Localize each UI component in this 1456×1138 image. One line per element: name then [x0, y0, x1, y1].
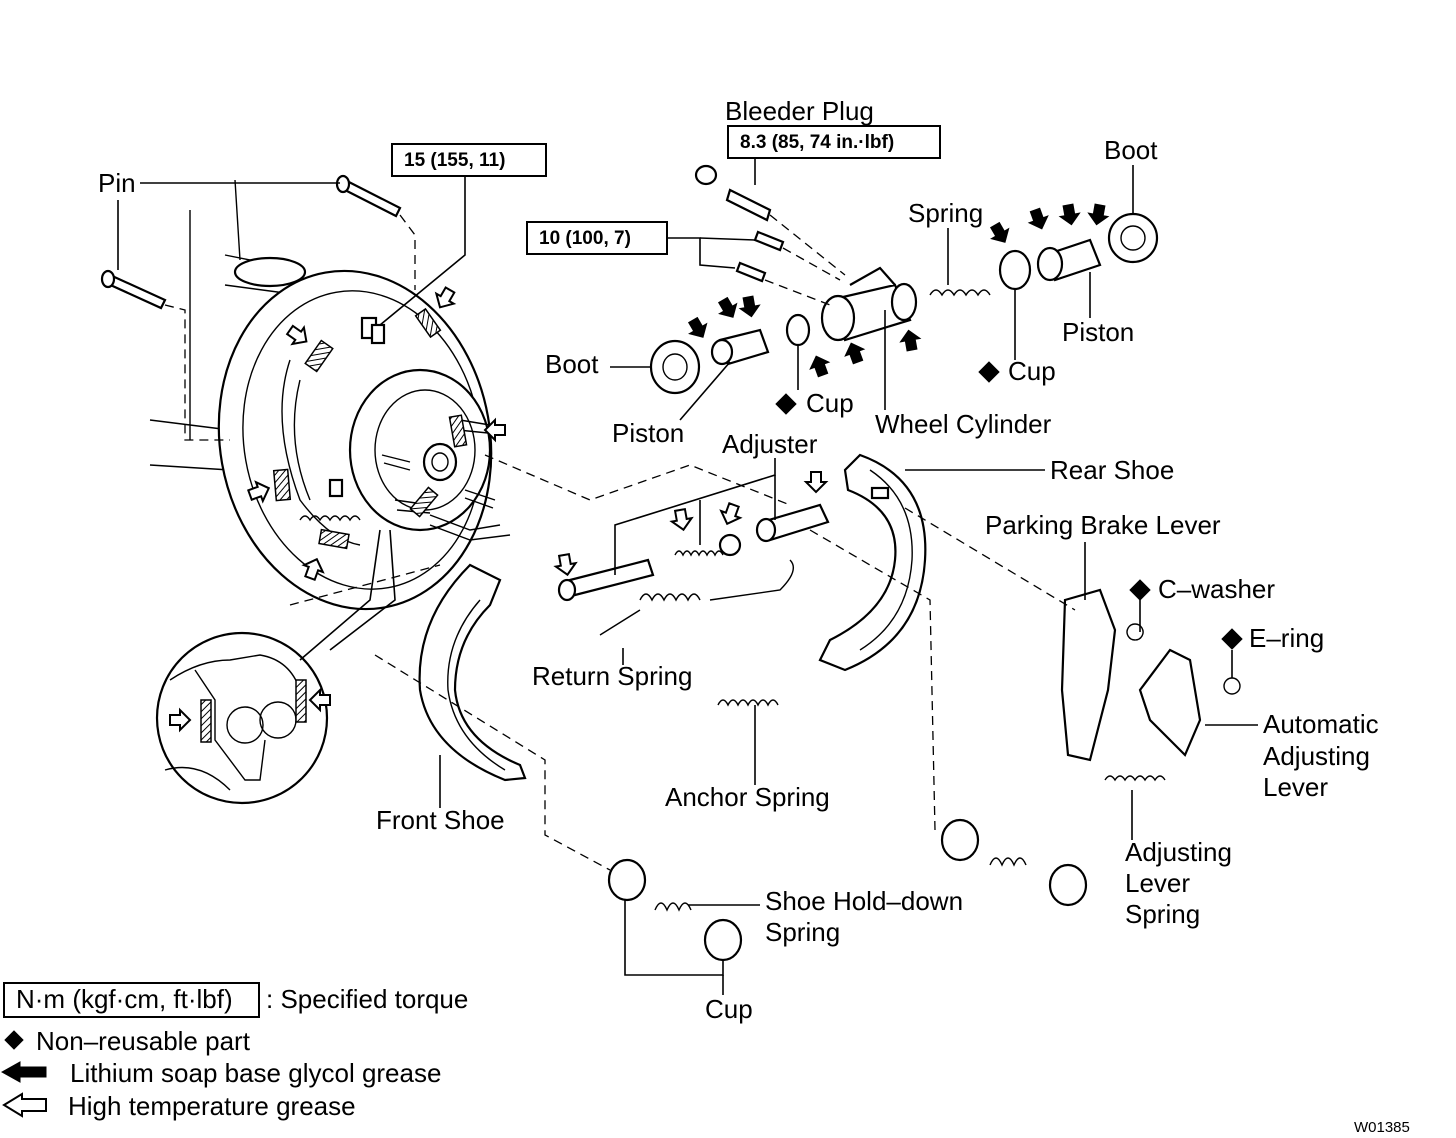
legend-high-temp: High temperature grease	[68, 1091, 356, 1121]
label-adjuster: Adjuster	[722, 429, 818, 459]
label-parking-brake-lever: Parking Brake Lever	[985, 510, 1221, 540]
label-anchor-spring: Anchor Spring	[665, 782, 830, 812]
label-adjusting-lever-spring-3: Spring	[1125, 899, 1200, 929]
wheel-cylinder-group	[649, 164, 1159, 395]
non-reusable-diamond-icon	[978, 361, 1000, 383]
leader-lines	[117, 158, 1258, 995]
svg-text:8.3 (85, 74 in.·lbf): 8.3 (85, 74 in.·lbf)	[740, 132, 894, 153]
label-boot-right: Boot	[1104, 135, 1158, 165]
svg-text:10 (100, 7): 10 (100, 7)	[539, 228, 631, 249]
solid-arrow-icon	[0, 1061, 47, 1083]
legend-torque-box	[3, 982, 260, 1018]
label-front-shoe: Front Shoe	[376, 805, 505, 835]
label-cup-bottom: Cup	[705, 994, 753, 1024]
label-piston-left: Piston	[612, 418, 684, 448]
legend: N·m (kgf·cm, ft·lbf) : Specified torque …	[0, 982, 1410, 1136]
figure-code: W01385	[1354, 1119, 1410, 1136]
label-shoe-hold-down-2: Spring	[765, 917, 840, 947]
non-reusable-diamond-icon	[775, 393, 797, 415]
non-reusable-diamond-icon	[1221, 628, 1243, 650]
legend-lithium: Lithium soap base glycol grease	[70, 1058, 441, 1088]
label-automatic-adjusting-lever-3: Lever	[1263, 772, 1328, 802]
shoe-group	[289, 453, 1241, 962]
label-automatic-adjusting-lever-2: Adjusting	[1263, 741, 1370, 771]
label-automatic-adjusting-lever-1: Automatic	[1263, 709, 1379, 739]
label-e-ring: E–ring	[1249, 623, 1324, 653]
backing-plate-assembly	[100, 174, 511, 611]
label-cup-right: Cup	[1008, 356, 1056, 386]
label-return-spring: Return Spring	[532, 661, 692, 691]
legend-torque-unit: N·m (kgf·cm, ft·lbf)	[16, 984, 233, 1014]
label-boot-left: Boot	[545, 349, 599, 379]
label-rear-shoe: Rear Shoe	[1050, 455, 1174, 485]
filled-diamond-icon	[4, 1030, 24, 1050]
torque-box-bleeder: 8.3 (85, 74 in.·lbf)	[727, 125, 941, 159]
label-cup-left: Cup	[806, 388, 854, 418]
torque-box-backing-plate: 15 (155, 11)	[391, 143, 547, 177]
torque-box-cylinder: 10 (100, 7)	[526, 221, 668, 255]
label-shoe-hold-down-1: Shoe Hold–down	[765, 886, 963, 916]
svg-text:15 (155, 11): 15 (155, 11)	[404, 150, 505, 171]
legend-torque-desc: : Specified torque	[266, 984, 468, 1014]
label-adjusting-lever-spring-2: Lever	[1125, 868, 1190, 898]
labels: Pin Bleeder Plug Boot Spring Piston Cup …	[98, 96, 1379, 1024]
label-pin: Pin	[98, 168, 136, 198]
label-spring: Spring	[908, 198, 983, 228]
hollow-arrow-icon	[2, 1092, 47, 1118]
non-reusable-diamond-icon	[1129, 579, 1151, 601]
label-wheel-cylinder: Wheel Cylinder	[875, 409, 1052, 439]
label-adjusting-lever-spring-1: Adjusting	[1125, 837, 1232, 867]
label-c-washer: C–washer	[1158, 574, 1275, 604]
legend-non-reusable: Non–reusable part	[36, 1026, 251, 1056]
label-bleeder-plug: Bleeder Plug	[725, 96, 874, 126]
zoom-detail	[155, 529, 396, 805]
label-piston-right: Piston	[1062, 317, 1134, 347]
